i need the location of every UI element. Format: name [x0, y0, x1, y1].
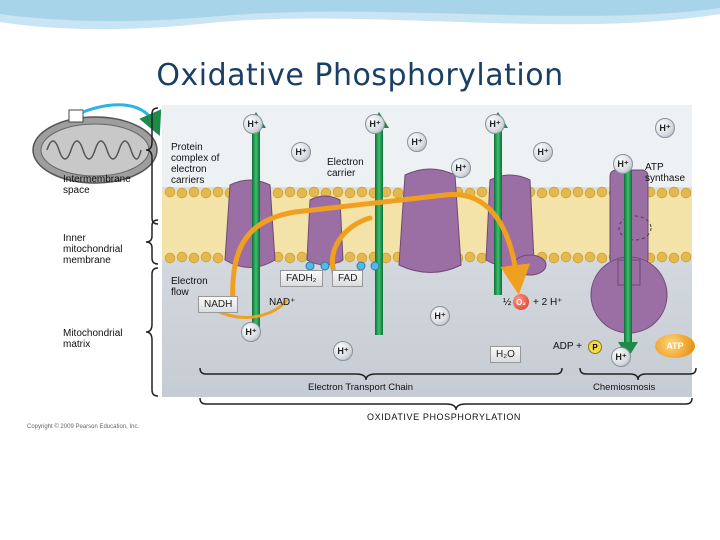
h-ion: H⁺ — [485, 114, 505, 134]
complex-iii — [398, 168, 462, 273]
h-ion: H⁺ — [533, 142, 553, 162]
h-ion: H⁺ — [611, 347, 631, 367]
copyright: Copyright © 2009 Pearson Education, Inc. — [27, 424, 140, 430]
fadh2-label: FADH₂ — [280, 270, 323, 287]
plus-2h-label: + 2 H⁺ — [533, 297, 563, 308]
left-brackets — [145, 107, 159, 397]
bottom-brackets — [199, 367, 697, 411]
nadh-oxidation-arrow — [214, 299, 289, 319]
h-ion: H⁺ — [407, 132, 427, 152]
h-ion: H⁺ — [430, 306, 450, 326]
page-title: Oxidative Phosphorylation — [156, 58, 564, 93]
label-electron-flow: Electron flow — [171, 276, 208, 298]
background-wave — [0, 0, 720, 30]
atp-molecule: ATP — [655, 334, 695, 358]
oxygen-molecule: O₂ — [513, 294, 529, 310]
nad-plus-label: NAD⁺ — [269, 297, 296, 308]
oxphos-diagram: Intermembrane space Inner mitochondrial … — [25, 100, 715, 435]
fad-label: FAD — [332, 270, 364, 287]
h-ion: H⁺ — [291, 142, 311, 162]
complex-iv-base — [513, 254, 547, 276]
h-ion: H⁺ — [243, 114, 263, 134]
label-chemiosmosis: Chemiosmosis — [593, 382, 656, 393]
label-oxphos: OXIDATIVE PHOSPHORYLATION — [367, 412, 522, 422]
label-electron-carrier: Electron carrier — [327, 157, 364, 179]
mitochondrion-icon — [32, 109, 158, 184]
label-intermembrane-space: Intermembrane space — [63, 174, 131, 196]
half-label: ½ — [503, 297, 512, 308]
h-ion: H⁺ — [655, 118, 675, 138]
phosphate-label: P — [588, 340, 602, 354]
label-etc: Electron Transport Chain — [308, 382, 414, 393]
h-ion: H⁺ — [365, 114, 385, 134]
label-inner-membrane: Inner mitochondrial membrane — [63, 233, 123, 266]
nadh-label: NADH — [198, 296, 239, 313]
diagram-graphic — [32, 103, 697, 411]
label-matrix: Mitochondrial matrix — [63, 328, 123, 350]
electron-flow-path — [230, 191, 531, 308]
h-ion: H⁺ — [333, 341, 353, 361]
water-label: H₂O — [490, 346, 521, 363]
label-atp-synthase: ATP synthase — [645, 162, 686, 184]
adp-plus-label: ADP + — [553, 341, 582, 352]
h-ion: H⁺ — [241, 322, 261, 342]
h-ion: H⁺ — [451, 158, 471, 178]
label-protein-complex: Protein complex of electron carriers — [171, 142, 220, 186]
complex-i — [224, 179, 276, 268]
h-ion: H⁺ — [613, 154, 633, 174]
carrier-dots — [305, 261, 380, 271]
